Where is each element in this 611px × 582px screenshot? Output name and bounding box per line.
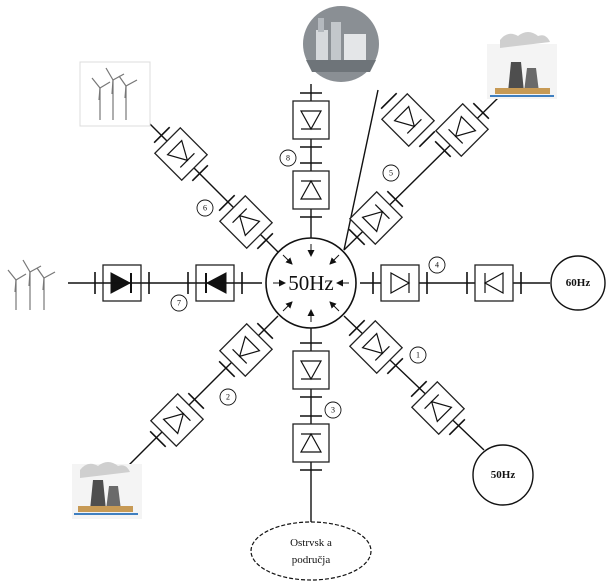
- converter-northeast-right: [434, 102, 490, 158]
- power-plant-photo: [303, 6, 379, 82]
- svg-text:8: 8: [286, 154, 290, 163]
- branch-number-2: 2: [219, 388, 237, 406]
- converter-south-outer: [292, 415, 330, 471]
- branch-number-7: 7: [170, 294, 188, 312]
- branch-number-5: 5: [382, 164, 400, 182]
- converter-northeast-inner: [348, 190, 404, 246]
- converter-west-outer: [94, 264, 150, 302]
- converter-north-outer: [292, 92, 330, 148]
- svg-text:2: 2: [226, 393, 230, 402]
- converter-northwest-outer: [153, 126, 209, 182]
- converter-southeast-outer: [410, 380, 466, 436]
- branch-number-3: 3: [324, 401, 342, 419]
- svg-text:4: 4: [435, 261, 439, 270]
- hub-label: 50Hz: [288, 271, 334, 295]
- svg-text:1: 1: [416, 351, 420, 360]
- svg-text:područja: područja: [292, 554, 331, 566]
- converter-southeast-inner: [348, 319, 404, 375]
- node-60hz: 60Hz: [550, 255, 606, 311]
- thermal-power-plant-icon-ne: [487, 32, 557, 99]
- svg-text:7: 7: [177, 299, 181, 308]
- hub-node: 50Hz: [265, 237, 357, 329]
- converter-east-inner: [372, 264, 428, 302]
- wind-turbines-icon-nw: [79, 61, 151, 127]
- converter-southwest-outer: [149, 392, 205, 448]
- converter-northeast-left: [380, 92, 436, 148]
- branch-number-1: 1: [409, 346, 427, 364]
- wind-turbines-icon-w: [7, 259, 56, 310]
- branch-number-8: 8: [279, 149, 297, 167]
- converter-south-inner: [292, 342, 330, 398]
- converter-north-inner: [292, 162, 330, 218]
- svg-text:5: 5: [389, 169, 393, 178]
- svg-text:Ostrvsk a: Ostrvsk a: [290, 537, 332, 549]
- converter-west-inner: [187, 264, 243, 302]
- branch-number-6: 6: [196, 199, 214, 217]
- converter-southwest-inner: [218, 322, 274, 378]
- converter-east-outer: [466, 264, 522, 302]
- svg-text:50Hz: 50Hz: [491, 469, 516, 481]
- thermal-power-plant-icon-sw: [72, 462, 142, 519]
- node-50hz-southeast: 50Hz: [472, 444, 534, 506]
- svg-text:60Hz: 60Hz: [566, 277, 591, 289]
- node-island-areas: Ostrvsk a područja: [250, 521, 372, 581]
- branch-number-4: 4: [428, 256, 446, 274]
- converter-northwest-inner: [218, 194, 274, 250]
- svg-text:3: 3: [331, 406, 335, 415]
- svg-text:6: 6: [203, 204, 207, 213]
